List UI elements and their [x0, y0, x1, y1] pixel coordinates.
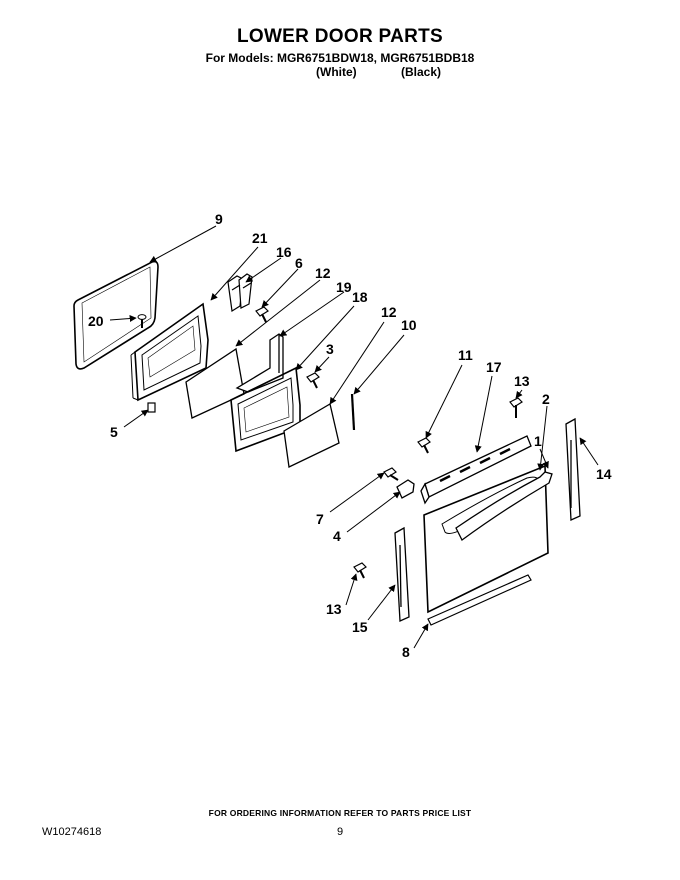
side-trim-part-15	[394, 526, 410, 622]
callout-19: 19	[336, 279, 352, 295]
callout-9: 9	[215, 211, 223, 227]
callout-14: 14	[596, 466, 612, 482]
callout-1: 1	[534, 433, 542, 449]
strip-part-10	[350, 393, 356, 431]
side-trim-part-14	[565, 417, 581, 521]
hinge-part-16	[227, 273, 253, 312]
glass-pane-part-12-lower	[283, 402, 340, 468]
document-number: W10274618	[42, 826, 102, 838]
handle-part-2	[455, 471, 553, 541]
callout-11: 11	[458, 347, 473, 363]
vent-trim-part-17	[420, 435, 532, 505]
glass-pack-frame-part-18	[230, 366, 301, 453]
leader-lines	[109, 225, 599, 649]
gasket-part-9	[73, 260, 159, 370]
page-number: 9	[337, 826, 344, 838]
inner-door-frame	[130, 302, 209, 402]
glass-pane-part-12-upper	[185, 347, 245, 419]
screw-part-20	[137, 314, 147, 328]
page-title: LOWER DOOR PARTS	[236, 26, 444, 47]
callout-10: 10	[401, 317, 417, 333]
callout-7: 7	[316, 511, 324, 527]
color-white-label: (White)	[316, 65, 357, 79]
callout-20: 20	[88, 313, 104, 329]
models-line: For Models: MGR6751BDW18, MGR6751BDB18	[205, 51, 475, 65]
callout-13-lower: 13	[326, 601, 342, 617]
clip-part-5	[147, 402, 156, 413]
screw-part-11	[417, 437, 431, 454]
callout-8: 8	[402, 644, 410, 660]
ordering-note: FOR ORDERING INFORMATION REFER TO PARTS …	[208, 808, 472, 818]
callout-15: 15	[352, 619, 368, 635]
screw-part-13-lower	[353, 562, 367, 579]
insulation-channel-part-19	[235, 333, 284, 393]
callout-18: 18	[352, 289, 368, 305]
callout-12-lower: 12	[381, 304, 397, 320]
callout-5: 5	[110, 424, 118, 440]
callout-21: 21	[252, 230, 268, 246]
screw-part-7	[383, 467, 399, 481]
callout-16: 16	[276, 244, 292, 260]
color-black-label: (Black)	[401, 65, 442, 79]
callout-6: 6	[295, 255, 303, 271]
callout-4: 4	[333, 528, 341, 544]
screw-part-13-upper	[509, 397, 523, 418]
callout-13-upper: 13	[514, 373, 530, 389]
screw-part-6	[255, 306, 269, 323]
callout-12-upper: 12	[315, 265, 331, 281]
bracket-part-4	[396, 479, 415, 499]
callout-17: 17	[486, 359, 502, 375]
callout-2: 2	[542, 391, 550, 407]
callout-3: 3	[326, 341, 334, 357]
bottom-trim-part-8	[427, 574, 532, 626]
screw-part-3	[306, 372, 320, 389]
